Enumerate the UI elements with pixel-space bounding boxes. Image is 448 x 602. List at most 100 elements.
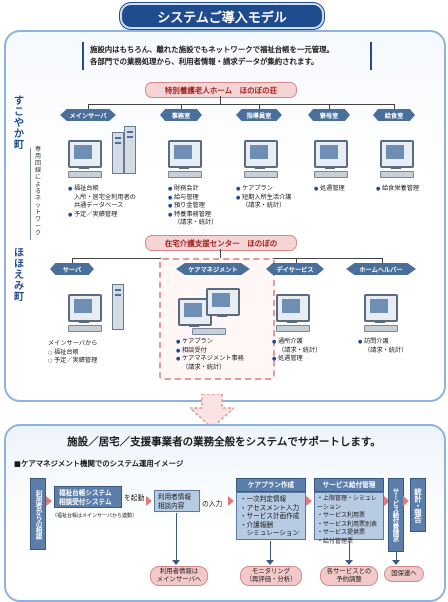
- list-item: （請求・統計）: [364, 346, 408, 354]
- claim-box: サービス給付費請求: [388, 478, 404, 552]
- town-label-bottom: ほほえみ町: [14, 248, 24, 303]
- list-item: ・介護報酬: [240, 520, 273, 529]
- dept-server-items: メインサーバから 福祉台帳 予定／実績管理: [48, 340, 97, 366]
- pill-server: 利用者情報はメインサーバへ: [150, 566, 208, 586]
- connector: [88, 104, 89, 110]
- list-item: 処遇管理: [272, 355, 321, 364]
- pill-national: 国保連へ: [384, 566, 424, 582]
- dept-office: 事務室: [160, 109, 202, 121]
- dept-kitchen: 給食室: [373, 109, 415, 121]
- dept-care-management: ケアマネジメント: [176, 263, 250, 275]
- dept-home-helper-items: 訪問介護 （請求・統計）: [358, 338, 407, 355]
- launch-label: を起動: [124, 494, 145, 502]
- list-item: シミュレーション: [240, 529, 300, 537]
- input-label: の入力: [202, 500, 223, 508]
- connector: [296, 258, 297, 264]
- list-item: ・給付管理票: [317, 537, 354, 545]
- connector: [88, 104, 394, 105]
- computer-icon: [380, 140, 420, 180]
- facility-top: 特別養護老人ホーム ほのぼの荘: [145, 82, 297, 98]
- list-item: （請求・統計）: [174, 219, 218, 226]
- service-items: ・上限管理・シミュレーション ・サービス利用票 ・サービス利用票別表 ・サービス…: [314, 492, 384, 545]
- dept-home-helper: ホームヘルパー: [346, 263, 416, 275]
- list-item: 短期入所生活介護: [236, 194, 292, 203]
- system-box-line: 福祉台帳システム: [59, 489, 112, 497]
- dept-caregiver-items: 処遇管理: [314, 185, 345, 194]
- connector: [382, 258, 383, 264]
- info-box-line: 利用者情報: [158, 493, 191, 501]
- list-item: 福祉台帳: [48, 349, 97, 358]
- dept-day-service: デイサービス: [266, 263, 324, 275]
- connector: [220, 249, 221, 258]
- list-item: 処遇管理: [314, 185, 345, 194]
- computer-icon: [178, 288, 248, 340]
- list-item: ケアプラン: [176, 338, 244, 347]
- town-label-top: すこやか町: [14, 96, 24, 151]
- list-item: ・サービス計画作成: [240, 512, 300, 520]
- list-item: 予定／実績管理: [68, 211, 136, 220]
- down-arrow-icon: [392, 560, 400, 565]
- list-item: ・サービス利用票別表: [317, 520, 378, 528]
- pill-line: メインサーバへ: [156, 575, 202, 583]
- computer-icon: [168, 140, 208, 180]
- arrow-icon: [146, 496, 152, 506]
- connector: [270, 541, 271, 561]
- arrow-icon: [306, 496, 312, 506]
- list-item: （請求・統計）: [278, 346, 322, 354]
- dept-main-server-items: 福祉台帳 入所・居宅全利用者の 共通データベース 予定／実績管理: [68, 185, 136, 219]
- connector: [220, 96, 221, 104]
- dept-care-management-items: ケアプラン 相談受付 ケアマネジメント事務 （請求・統計）: [176, 338, 244, 372]
- pill-line: 利用者情報は: [159, 567, 199, 576]
- connector: [396, 551, 397, 561]
- list-item: （請求・統計）: [242, 202, 286, 209]
- intro-text: 施設内はもちろん、離れた施設でもネットワークで福祉台帳を一元管理。 各部門での業…: [82, 42, 372, 70]
- list-item: 予定／実績管理: [48, 357, 97, 366]
- down-arrow-icon: [345, 560, 353, 565]
- down-arrow-icon: [190, 394, 234, 428]
- list-item: 入所・居宅全利用者の: [74, 193, 136, 201]
- pill-monitoring: モニタリング（再評価・分析）: [240, 566, 302, 586]
- page-title: システムご導入モデル: [120, 3, 324, 29]
- list-item: ・サービス提供票: [317, 529, 366, 536]
- pill-booking: 各サービスとの予約調整: [320, 566, 378, 586]
- list-item: 預り金管理: [168, 202, 217, 211]
- connector: [259, 104, 260, 110]
- intro-line-1: 施設内はもちろん、離れた施設でもネットワークで福祉台帳を一元管理。: [90, 45, 334, 54]
- down-arrow-icon: [266, 560, 274, 565]
- list-item: 通所介護: [272, 338, 321, 347]
- computer-icon: [276, 294, 316, 334]
- dept-kitchen-items: 給食栄養管理: [376, 185, 419, 194]
- dept-instructor-items: ケアプラン 短期入所生活介護 （請求・統計）: [236, 185, 292, 211]
- service-head: サービス給付管理: [314, 478, 384, 492]
- list-item: ・アセスメント入力: [240, 503, 300, 512]
- support-statement: 施設／居宅／支援事業者の業務全般をシステムでサポートします。: [67, 436, 381, 448]
- network-label: 専用回線によるネットワーク: [34, 146, 41, 237]
- list-item: メインサーバから: [48, 340, 98, 347]
- dept-server: サーバ: [50, 263, 94, 275]
- facility-bottom: 在宅介護支援センター ほのぼの: [145, 235, 297, 251]
- careplan-head: ケアプラン作成: [236, 478, 306, 492]
- list-item: ケアマネジメント事務: [176, 355, 244, 364]
- list-item: 福祉台帳: [68, 185, 136, 194]
- pill-line: 各サービスとの: [326, 567, 372, 576]
- arrow-icon: [384, 496, 390, 506]
- dept-day-service-items: 通所介護 （請求・統計） 処遇管理: [272, 338, 321, 364]
- system-box: 福祉台帳システム 相談受付システム: [54, 486, 122, 508]
- list-item: 共通データベース: [74, 202, 124, 209]
- list-item: 特養事務管理: [168, 211, 217, 220]
- connector: [329, 104, 330, 110]
- pill-line: （再評価・分析）: [245, 575, 297, 583]
- list-item: 財務会計: [168, 185, 217, 194]
- connector: [181, 104, 182, 110]
- intro-line-2: 各部門での業務処理から、利用者情報・請求データが集約されます。: [90, 57, 319, 66]
- arrow-icon: [46, 496, 52, 506]
- connector: [394, 104, 395, 110]
- connector: [176, 513, 177, 561]
- list-item: ケアプラン: [236, 185, 291, 194]
- arrow-icon: [403, 496, 409, 506]
- network-line: [30, 148, 31, 240]
- down-arrow-icon: [172, 560, 180, 565]
- computer-icon: [314, 140, 354, 180]
- connector: [72, 258, 73, 264]
- dept-main-server: メインサーバ: [60, 109, 116, 121]
